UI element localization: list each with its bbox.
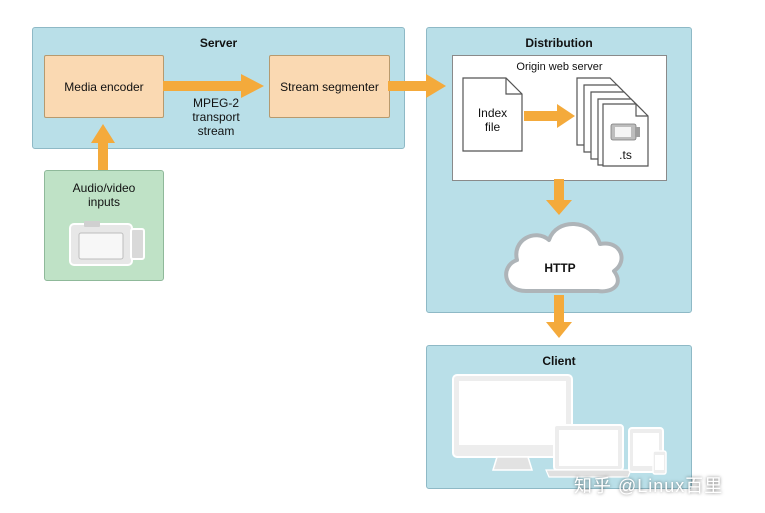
index-file-label: Index file (463, 106, 522, 134)
media-encoder-box: Media encoder (44, 55, 164, 118)
desktop-monitor-icon (452, 374, 573, 471)
arrow-server-to-distribution (388, 74, 446, 98)
server-title: Server (199, 36, 238, 50)
distribution-title: Distribution (525, 36, 593, 50)
inputs-title: Audio/video inputs (45, 181, 163, 209)
arrow-origin-to-cloud (546, 179, 572, 215)
watermark: 知乎 @Linux百里 (574, 476, 724, 496)
client-title: Client (542, 354, 576, 368)
index-file-icon (462, 77, 523, 152)
arrow-inputs-to-encoder (91, 124, 115, 170)
origin-server-title: Origin web server (516, 61, 603, 73)
laptop-icon (545, 424, 632, 478)
http-cloud-icon (504, 222, 624, 294)
arrow-encoder-to-segmenter (163, 74, 264, 98)
mpeg-line-3: stream (197, 124, 235, 138)
stream-segmenter-box: Stream segmenter (269, 55, 390, 118)
ts-camera-icon (610, 123, 640, 141)
arrow-cloud-to-client (546, 295, 572, 338)
index-file-line-1: Index (477, 106, 508, 120)
video-camera-icon (69, 221, 145, 266)
index-file-line-2: file (484, 120, 501, 134)
inputs-title-line-1: Audio/video (72, 181, 136, 195)
arrow-index-to-segments (524, 104, 575, 128)
http-label: HTTP (544, 261, 576, 275)
inputs-title-line-2: inputs (87, 195, 121, 209)
ts-file-label: .ts (619, 148, 632, 162)
mpeg-line-1: MPEG-2 (192, 96, 239, 110)
mpeg-line-2: transport (192, 110, 240, 124)
phone-icon (652, 450, 667, 475)
mpeg-transport-label: MPEG-2 transport stream (178, 96, 254, 138)
